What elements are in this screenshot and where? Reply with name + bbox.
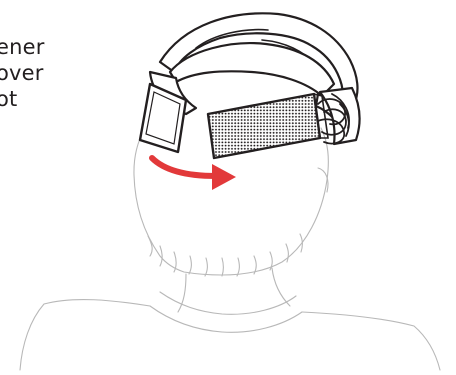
rear-strap bbox=[320, 88, 359, 144]
neck-outline bbox=[178, 274, 186, 312]
shoulders-outline bbox=[20, 300, 150, 370]
direction-arrow-icon bbox=[152, 158, 236, 190]
top-piece bbox=[170, 43, 334, 96]
hook-loop-strip bbox=[208, 94, 328, 158]
collar-outline bbox=[150, 306, 302, 332]
